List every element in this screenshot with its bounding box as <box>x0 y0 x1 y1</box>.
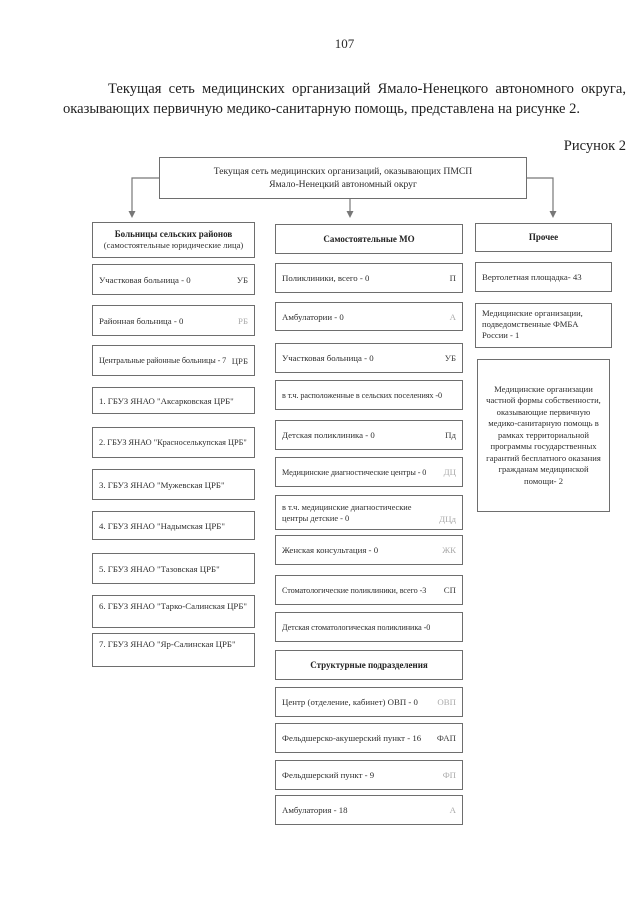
box-text: Медицинские организации частной формы со… <box>486 383 601 486</box>
row-abbr: П <box>449 273 456 283</box>
row-label: Амбулатории - 0 <box>282 311 344 322</box>
row-zhenskaya-konsultatsiya: Женская консультация - 0 ЖК <box>275 535 463 565</box>
row-label: в т.ч. медицинские диагностические центр… <box>282 503 412 523</box>
row-label: Фельдшерско-акушерский пункт - 16 <box>282 733 422 743</box>
row-stomatologicheskie-polikliniki: Стоматологические поликлиники, всего -3 … <box>275 575 463 605</box>
row-label: Участковая больница - 0 <box>282 353 374 363</box>
row-tsentralnye-rayonnye-bolnitsy: Центральные районные больницы - 7 ЦРБ <box>92 345 255 376</box>
row-label: Детская поликлиника - 0 <box>282 430 375 440</box>
row-abbr: РБ <box>238 315 248 326</box>
row-uchastkovaya-bolnitsa-left: Участковая больница - 0 УБ <box>92 264 255 295</box>
row-ambulatoriya: Амбулатория - 18 А <box>275 795 463 825</box>
box-text: Медицинские организации, подведомственны… <box>482 308 583 340</box>
row-abbr: ОВП <box>437 697 456 707</box>
row-label: Стоматологические поликлиники, всего -3 <box>282 585 427 595</box>
row-label: Центр (отделение, кабинет) ОВП - 0 <box>282 697 418 707</box>
row-v-tch-selskie-poseleniya: в т.ч. расположенные в сельских поселени… <box>275 380 463 410</box>
row-detskaya-stomatologicheskaya: Детская стоматологическая поликлиника -0 <box>275 612 463 642</box>
row-label: Вертолетная площадка- 43 <box>482 272 582 282</box>
row-label: Фельдшерский пункт - 9 <box>282 770 375 780</box>
hospital-item-2: 2. ГБУЗ ЯНАО "Красноселькупская ЦРБ" <box>92 427 255 458</box>
structural-units-header: Структурные подразделения <box>275 650 463 680</box>
hospital-label: 6. ГБУЗ ЯНАО "Тарко-Салинская ЦРБ" <box>99 601 247 611</box>
arrow-down-icon <box>346 211 354 218</box>
hospital-item-3: 3. ГБУЗ ЯНАО "Мужевская ЦРБ" <box>92 469 255 500</box>
row-abbr: А <box>449 805 456 815</box>
left-column-subtitle: (самостоятельные юридические лица) <box>103 240 244 250</box>
row-abbr: УБ <box>236 274 248 285</box>
left-column-title: Больницы сельских районов <box>114 229 233 239</box>
row-uchastkovaya-bolnitsa-center: Участковая больница - 0 УБ <box>275 343 463 373</box>
row-feldsherskiy-punkt: Фельдшерский пункт - 9 ФП <box>275 760 463 790</box>
row-label: Районная больница - 0 <box>99 315 184 326</box>
row-med-diag-tsentry-detskie: в т.ч. медицинские диагностические центр… <box>275 495 463 530</box>
hospital-item-6: 6. ГБУЗ ЯНАО "Тарко-Салинская ЦРБ" <box>92 595 255 628</box>
page-number: 107 <box>334 36 355 51</box>
row-abbr: УБ <box>444 353 456 363</box>
hospital-item-7: 7. ГБУЗ ЯНАО "Яр-Салинская ЦРБ" <box>92 633 255 667</box>
hospital-label: 2. ГБУЗ ЯНАО "Красноселькупская ЦРБ" <box>99 438 247 447</box>
row-detskaya-poliklinika: Детская поликлиника - 0 Пд <box>275 420 463 450</box>
hospital-label: 1. ГБУЗ ЯНАО "Аксарковская ЦРБ" <box>99 395 234 406</box>
hospital-item-4: 4. ГБУЗ ЯНАО "Надымская ЦРБ" <box>92 511 255 540</box>
box-fmba-organizatsii: Медицинские организации, подведомственны… <box>475 303 612 348</box>
left-column-header: Больницы сельских районов (самостоятельн… <box>92 222 255 258</box>
connector-right <box>527 177 554 211</box>
row-abbr: ФАП <box>436 733 456 743</box>
row-label: Поликлиники, всего - 0 <box>282 273 370 283</box>
figure-caption: Рисунок 2 <box>563 138 626 154</box>
hospital-item-5: 5. ГБУЗ ЯНАО "Тазовская ЦРБ" <box>92 553 255 584</box>
box-chastnye-organizatsii: Медицинские организации частной формы со… <box>477 359 610 512</box>
row-label: в т.ч. расположенные в сельских поселени… <box>282 390 442 400</box>
row-polikliniki: Поликлиники, всего - 0 П <box>275 263 463 293</box>
root-box: Текущая сеть медицинских организаций, ок… <box>159 157 527 199</box>
hospital-label: 3. ГБУЗ ЯНАО "Мужевская ЦРБ" <box>99 479 225 490</box>
hospital-item-1: 1. ГБУЗ ЯНАО "Аксарковская ЦРБ" <box>92 387 255 414</box>
row-label: Женская консультация - 0 <box>282 545 379 555</box>
right-column-title: Прочее <box>528 232 559 242</box>
row-abbr: СП <box>443 585 456 595</box>
row-feldshersko-akusherskiy-punkt: Фельдшерско-акушерский пункт - 16 ФАП <box>275 723 463 753</box>
center-column-header: Самостоятельные МО <box>275 224 463 254</box>
hospital-label: 4. ГБУЗ ЯНАО "Надымская ЦРБ" <box>99 520 225 531</box>
center-column-title: Самостоятельные МО <box>323 233 415 244</box>
row-med-diagnosticheskie-tsentry: Медицинские диагностические центры - 0 Д… <box>275 457 463 487</box>
row-ambulatorii: Амбулатории - 0 А <box>275 302 463 331</box>
row-vertoletnaya-ploshchadka: Вертолетная площадка- 43 <box>475 262 612 292</box>
row-label: Участковая больница - 0 <box>99 274 191 285</box>
intro-paragraph: Текущая сеть медицинских организаций Яма… <box>63 81 626 117</box>
row-label: Медицинские диагностические центры - 0 <box>282 467 427 477</box>
row-abbr: А <box>449 311 456 322</box>
row-abbr: ДЦ <box>443 467 456 477</box>
right-column-header: Прочее <box>475 223 612 252</box>
arrow-down-icon <box>549 211 557 218</box>
row-abbr: Пд <box>445 430 456 440</box>
hospital-label: 5. ГБУЗ ЯНАО "Тазовская ЦРБ" <box>99 563 220 574</box>
connector-left <box>131 177 159 211</box>
row-label: Детская стоматологическая поликлиника -0 <box>282 622 431 632</box>
row-abbr: ЖК <box>442 545 456 555</box>
row-rayonnaya-bolnitsa: Районная больница - 0 РБ <box>92 305 255 336</box>
root-line1: Текущая сеть медицинских организаций, ок… <box>213 166 473 177</box>
row-tsentr-ovp: Центр (отделение, кабинет) ОВП - 0 ОВП <box>275 687 463 717</box>
row-label: Амбулатория - 18 <box>282 805 348 815</box>
root-line2: Ямало-Ненецкий автономный округ <box>269 179 417 190</box>
hospital-label: 7. ГБУЗ ЯНАО "Яр-Салинская ЦРБ" <box>99 639 236 649</box>
structural-units-title: Структурные подразделения <box>310 659 428 670</box>
arrow-down-icon <box>128 211 136 218</box>
row-label: Центральные районные больницы - 7 <box>99 356 227 365</box>
row-abbr: ЦРБ <box>231 355 248 366</box>
row-abbr: ФП <box>442 770 456 780</box>
row-abbr: ДЦд <box>439 514 456 524</box>
